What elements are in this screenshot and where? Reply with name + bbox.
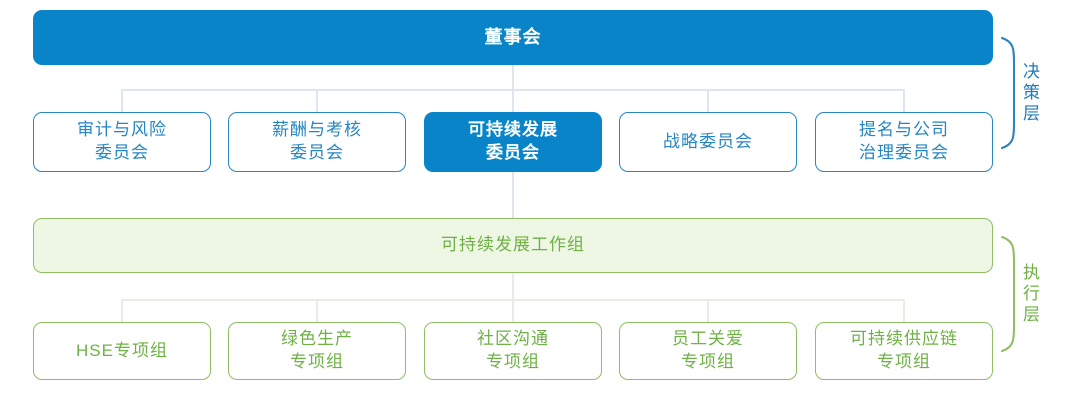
connector-committee-stub [512, 90, 514, 113]
node-label: HSE专项组 [76, 340, 168, 360]
connector-task-group-stub [512, 300, 514, 322]
connector-committee-stub [903, 90, 905, 113]
node-green-production-group: 绿色生产 专项组 [228, 322, 406, 380]
node-sustainability-working-group: 可持续发展工作组 [33, 218, 993, 273]
node-label: 治理委员会 [859, 143, 949, 162]
node-label: 社区沟通 [477, 329, 549, 349]
node-label: 薪酬与考核 [272, 120, 362, 140]
execution-layer-label: 执行层 [1020, 263, 1039, 326]
node-board-of-directors: 董事会 [33, 10, 993, 65]
connector-committee-stub [707, 90, 709, 113]
connector-committee-stub [316, 90, 318, 113]
node-hse-group: HSE专项组 [33, 322, 211, 380]
node-label: 提名与公司 [859, 120, 949, 140]
node-employee-care-group: 员工关爱 专项组 [619, 322, 797, 380]
node-label: 专项组 [290, 352, 344, 371]
decision-layer-label: 决策层 [1020, 62, 1039, 125]
node-label: 可持续发展 [468, 120, 558, 140]
connector-task-group-stub [316, 300, 318, 322]
node-label: 可持续发展工作组 [441, 235, 585, 255]
decision-layer-bracket [1001, 37, 1015, 149]
connector-task-group-stub [121, 300, 123, 322]
node-label: 可持续供应链 [850, 329, 958, 349]
node-community-communication-group: 社区沟通 专项组 [424, 322, 602, 380]
connector-task-group-stub [903, 300, 905, 322]
node-nomination-governance-committee: 提名与公司 治理委员会 [815, 112, 993, 172]
node-label: 专项组 [486, 352, 540, 371]
node-strategy-committee: 战略委员会 [619, 112, 797, 172]
connector-board-drop [512, 65, 514, 90]
node-label: 委员会 [486, 143, 540, 162]
connector-committee-to-working-group [512, 172, 514, 218]
node-label: 董事会 [484, 27, 542, 48]
execution-layer-bracket [1001, 236, 1015, 352]
connector-working-group-drop [512, 273, 514, 300]
node-sustainable-supply-chain-group: 可持续供应链 专项组 [815, 322, 993, 380]
connector-committee-stub [121, 90, 123, 113]
node-label: 员工关爱 [672, 329, 744, 349]
node-label: 绿色生产 [281, 329, 353, 349]
node-sustainability-committee: 可持续发展 委员会 [424, 112, 602, 172]
node-label: 专项组 [877, 352, 931, 371]
node-compensation-assessment-committee: 薪酬与考核 委员会 [228, 112, 406, 172]
node-label: 审计与风险 [77, 120, 167, 140]
node-label: 专项组 [681, 352, 735, 371]
node-label: 战略委员会 [663, 131, 753, 151]
node-label: 委员会 [290, 143, 344, 162]
node-label: 委员会 [95, 143, 149, 162]
connector-task-group-stub [707, 300, 709, 322]
node-audit-risk-committee: 审计与风险 委员会 [33, 112, 211, 172]
